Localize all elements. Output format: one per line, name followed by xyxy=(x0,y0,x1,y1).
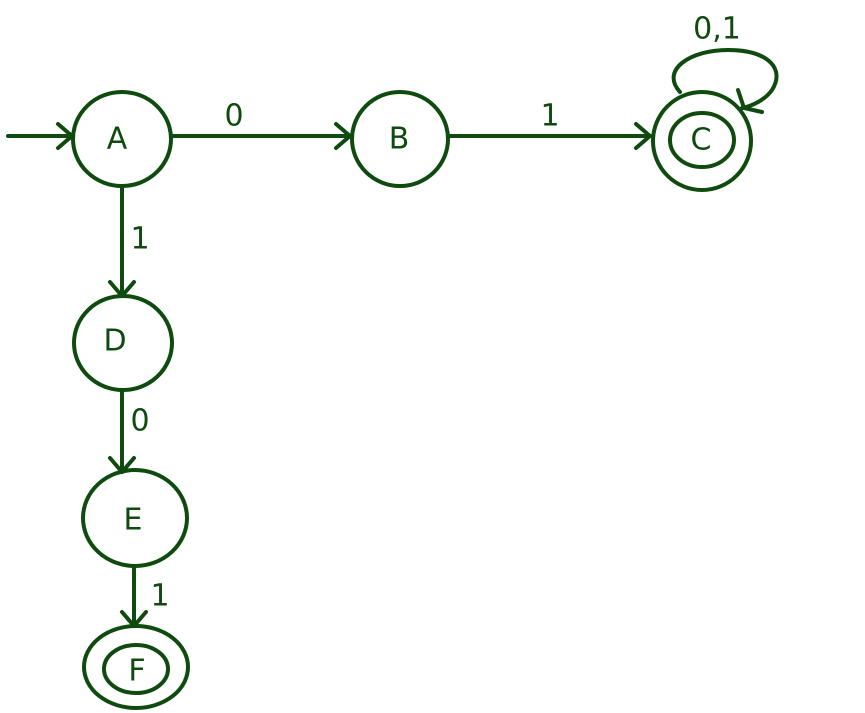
transition-c-c-loop xyxy=(671,48,779,114)
transition-a-b xyxy=(171,122,352,150)
transition-label-c-c: 0,1 xyxy=(693,12,741,47)
state-e xyxy=(81,468,189,568)
initial-arrow xyxy=(6,122,74,150)
state-a xyxy=(71,90,173,188)
transition-label-a-b: 0 xyxy=(224,99,243,134)
transition-e-f xyxy=(120,564,148,628)
state-d xyxy=(72,294,174,392)
transition-label-e-f: 1 xyxy=(150,579,169,614)
state-label-e: E xyxy=(124,503,143,538)
state-label-f: F xyxy=(128,654,145,689)
transition-label-a-d: 1 xyxy=(130,222,149,257)
state-label-a: A xyxy=(107,122,128,157)
state-label-c: C xyxy=(691,123,712,158)
transition-b-c xyxy=(447,122,652,150)
state-label-d: D xyxy=(103,324,126,359)
transition-label-b-c: 1 xyxy=(540,99,559,134)
state-b xyxy=(350,90,450,188)
transition-label-d-e: 0 xyxy=(130,404,149,439)
state-f xyxy=(82,624,190,710)
state-label-b: B xyxy=(389,122,410,157)
state-c xyxy=(651,90,753,192)
